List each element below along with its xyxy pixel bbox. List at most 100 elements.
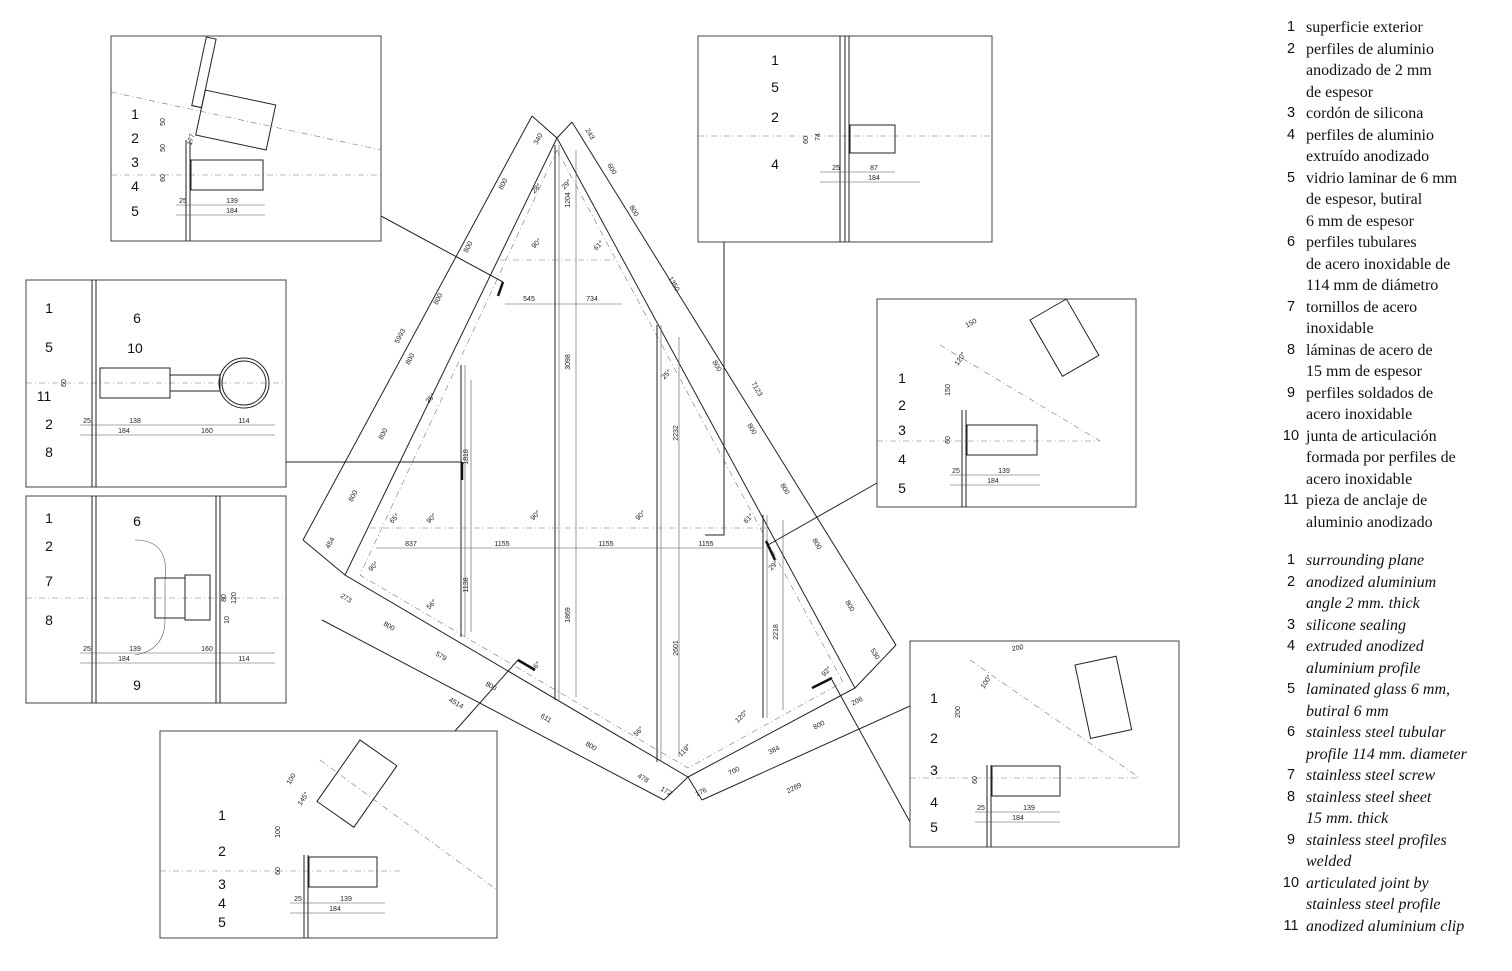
dimension-label: 600 bbox=[605, 162, 617, 176]
legend-number: 11 bbox=[1283, 917, 1299, 934]
angle-label: 29° bbox=[560, 178, 573, 191]
dimension-label: 800 bbox=[463, 240, 475, 254]
legend-text: stainless steel screw bbox=[1306, 767, 1436, 784]
detail-dimension: 50 bbox=[160, 144, 167, 152]
angle-label: 29° bbox=[767, 559, 780, 572]
dimension-label: 4514 bbox=[447, 697, 464, 711]
angle-label: 90° bbox=[367, 560, 380, 573]
legend-number: 8 bbox=[1286, 341, 1296, 358]
dimension-label: 1138 bbox=[463, 577, 470, 592]
legend-text: láminas de acero de 15 mm de espesor bbox=[1306, 341, 1433, 381]
band-end-lines bbox=[854, 644, 897, 689]
outer-bottom-left-band-edge bbox=[321, 619, 665, 801]
callout-number: 2 bbox=[45, 538, 53, 554]
dimension-label: 243 bbox=[583, 127, 595, 141]
legend-item: 3 silicone sealing bbox=[1276, 615, 1512, 637]
detail-dimension: 184 bbox=[987, 478, 999, 485]
detail-dimension: 184 bbox=[329, 906, 341, 913]
detail-dimension: 50 bbox=[160, 118, 167, 126]
legend-number: 5 bbox=[1286, 681, 1296, 697]
detail-dimension: 138 bbox=[129, 418, 141, 425]
detail-dimension: 139 bbox=[998, 468, 1010, 475]
angle-label: 65° bbox=[388, 512, 401, 525]
mullions bbox=[370, 145, 784, 762]
detail-dimension: 160 bbox=[201, 646, 213, 653]
dimension-label: 800 bbox=[484, 681, 498, 693]
dimension-label: 800 bbox=[745, 422, 757, 436]
dimension-label: 340 bbox=[533, 132, 545, 146]
detail-dimension: 184 bbox=[868, 175, 880, 182]
callout-number: 5 bbox=[218, 914, 226, 930]
legend-text: surrounding plane bbox=[1306, 552, 1425, 569]
dimension-label: 800 bbox=[348, 489, 360, 503]
detail-dimension: 10 bbox=[224, 616, 231, 624]
dimension-label: 734 bbox=[586, 296, 598, 303]
detail-dimension: 25 bbox=[83, 646, 91, 653]
detail-dimension: 100 bbox=[275, 826, 282, 838]
legend-number: 10 bbox=[1282, 874, 1300, 891]
legend-text: perfiles de aluminio extruído anodizado bbox=[1306, 126, 1434, 166]
callout-number: 1 bbox=[45, 510, 53, 526]
callout-number: 5 bbox=[45, 339, 53, 355]
detail-c bbox=[25, 279, 287, 488]
detail-d bbox=[25, 495, 287, 704]
dimension-label: 800 bbox=[843, 599, 855, 613]
dimension-label: 530 bbox=[868, 647, 880, 661]
callout-number: 1 bbox=[930, 690, 938, 706]
callout-number: 7 bbox=[45, 573, 53, 589]
outer-left-band-edge bbox=[302, 115, 533, 541]
detail-dimension: 160 bbox=[201, 428, 213, 435]
dimension-label: 800 bbox=[433, 292, 445, 306]
callout-number: 2 bbox=[218, 843, 226, 859]
callout-number: 2 bbox=[45, 416, 53, 432]
legend-text: stainless steel tubular profile 114 mm. … bbox=[1306, 724, 1467, 763]
callout-number: 5 bbox=[898, 480, 906, 496]
detail-dimension: 139 bbox=[1023, 805, 1035, 812]
dimension-label: 837 bbox=[405, 541, 417, 548]
dimension-label: 384 bbox=[768, 745, 782, 757]
legend-number: 1 bbox=[1286, 19, 1296, 35]
legend-text: cordón de silicona bbox=[1306, 105, 1424, 122]
detail-dimension: 60 bbox=[61, 379, 68, 387]
legend-number: 3 bbox=[1286, 616, 1296, 633]
detail-dimension: 139 bbox=[340, 896, 352, 903]
legend-text: silicone sealing bbox=[1306, 616, 1406, 634]
callout-number: 8 bbox=[45, 612, 53, 628]
dimension-label: 800 bbox=[378, 427, 390, 441]
legend-number: 2 bbox=[1286, 573, 1296, 590]
dimension-label: 454 bbox=[325, 536, 337, 550]
dimension-label: 800 bbox=[627, 204, 639, 218]
callout-number: 2 bbox=[131, 130, 139, 146]
dimension-label: 611 bbox=[539, 713, 552, 725]
angle-label: 90° bbox=[530, 237, 543, 250]
angle-label: 120° bbox=[734, 708, 750, 724]
callout-number: 4 bbox=[131, 178, 139, 194]
angle-label: 90° bbox=[529, 509, 542, 522]
callout-number: 4 bbox=[218, 895, 226, 911]
detail-dimension: 60 bbox=[972, 776, 979, 784]
callout-number: 5 bbox=[771, 79, 779, 95]
detail-dimension: 184 bbox=[1012, 815, 1024, 822]
legend-number: 2 bbox=[1286, 40, 1296, 57]
leader-lines bbox=[286, 215, 911, 823]
legend-text: laminated glass 6 mm, butiral 6 mm bbox=[1306, 681, 1450, 720]
detail-dimension: 25 bbox=[294, 896, 302, 903]
legend-number: 6 bbox=[1286, 724, 1296, 740]
callout-number: 3 bbox=[218, 876, 226, 892]
dimension-label: 800 bbox=[813, 720, 827, 732]
callout-number: 5 bbox=[131, 203, 139, 219]
callout-number: 1 bbox=[45, 300, 53, 316]
angle-label: 28° bbox=[530, 182, 543, 195]
